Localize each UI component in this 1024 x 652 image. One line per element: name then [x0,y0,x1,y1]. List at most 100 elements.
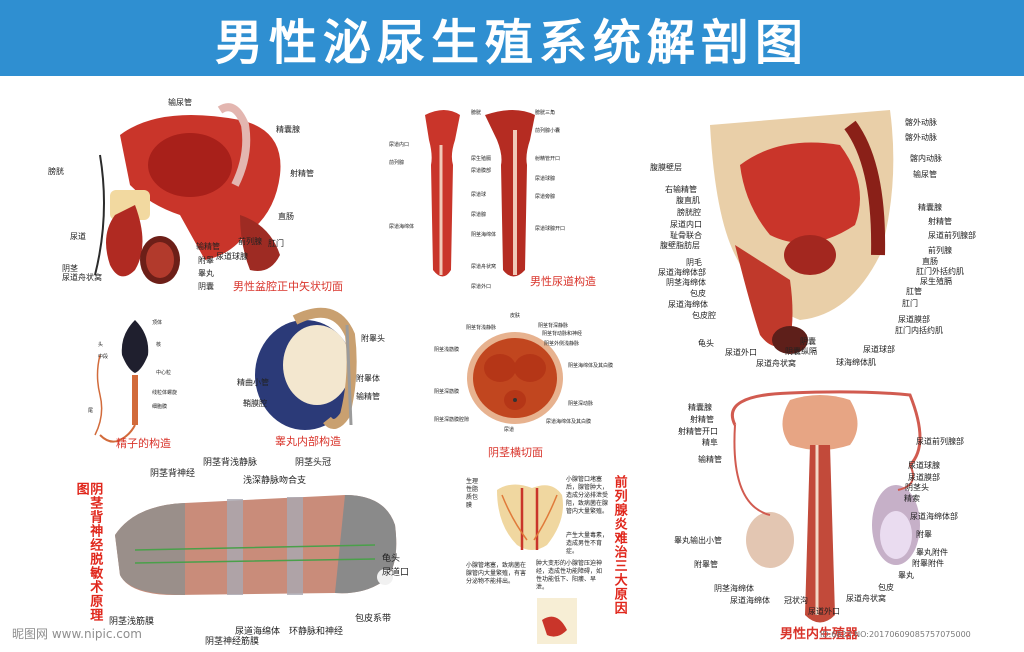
label: 髂外动脉 [905,118,937,127]
label: 尿道内口 [389,142,410,148]
label: 睾丸 [198,269,214,278]
label: 尿道 [70,232,86,241]
label: 阴毛 [686,258,702,267]
label: 输精管 [196,242,220,251]
label: 阴茎海绵体及其白膜 [568,363,614,369]
panel-internal-genitals: 精囊腺 射精管 射精管开口 精阜 输精管 尿道前列腺部 尿道球腺 尿道膜部 阴茎… [660,385,995,645]
caption-sperm: 精子的构造 [116,437,171,450]
label: 膀胱三角 [535,110,556,116]
panel-sperm: 顶体 核 头 中段 中心粒 线粒体螺旋 细胞膜 尾 精子的构造 [80,315,190,450]
label: 肛门内括约肌 [895,326,943,335]
label: 阴茎背浅静脉 [466,325,497,331]
panel-sagittal-detail: 髂外动脉 髂外动脉 髂内动脉 输尿管 腹膜壁层 右输精管 腹直肌 膀胱腔 尿道内… [640,105,980,370]
label: 尿道旁腺 [535,194,556,200]
label: 附睾附件 [912,559,944,568]
vertical-title-prostatitis: 前列腺炎难治三大原因 [611,475,627,615]
label: 附睾头 [361,334,385,343]
label: 腹壁脂肪层 [660,241,700,250]
label: 线粒体螺旋 [152,390,178,396]
note: 生理性脂质包膜 [466,478,479,510]
label: 腹膜壁层 [650,163,682,172]
label: 中心粒 [156,370,172,376]
label: 顶体 [152,320,163,326]
panel-pelvic-sagittal: 输尿管 精囊腺 射精管 膀胱 直肠 尿道 输精管 前列腺 肛门 尿道球腺 附睾 … [40,95,350,295]
label: 阴囊 [800,337,816,346]
sagittal-detail-illustration [710,110,894,354]
label: 尿道舟状窝 [62,273,102,282]
label: 包皮 [690,289,706,298]
title-banner: 男性泌尿生殖系统解剖图 [0,0,1024,76]
label: 睾丸 [898,571,914,580]
label: 射精管 [928,217,952,226]
dorsal-nerve-illustration [115,495,397,595]
panel-testis: 附睾头 精曲小管 附睾体 输精管 鞘膜腔 睾丸内部构造 [235,305,395,450]
vertical-title-nerve: 阴茎背神经脱敏术原理图 [73,482,103,622]
label: 射精管 [690,415,714,424]
label: 尿道膜部 [471,168,492,174]
label: 尿道外口 [471,284,492,290]
panel-dorsal-nerve: 阴茎背神经 阴茎背浅静脉 阴茎头冠 浅深静脉吻合支 龟头 尿道口 包皮系带 环静… [95,455,425,647]
label: 尿道球 [471,192,487,198]
label: 尿道舟状窝 [471,264,497,270]
watermark-id: ID:6823 NO:20170609085757075000 [820,630,971,639]
label: 阴茎海绵体 [666,278,706,287]
label: 精囊腺 [918,203,942,212]
label: 尿道海绵体 [730,596,770,605]
note: 肿大变形的小腺管压迫神经，造成性功能障碍，如性功能低下、阳痿、早泄。 [536,560,603,592]
label: 中段 [98,354,109,360]
label: 尿道海绵体 [235,627,281,637]
label: 尿道膜部 [908,473,940,482]
label: 膀胱 [471,110,482,116]
label: 头 [98,342,104,348]
label: 精曲小管 [237,378,269,387]
label: 阴茎背浅静脉 [203,458,258,468]
testis-illustration [255,307,357,430]
label: 肛管 [906,287,922,296]
label: 尿道 [504,427,515,433]
label: 尿道海绵体部 [658,268,706,277]
label: 腹直肌 [676,196,700,205]
prostate-illustration [497,484,577,644]
label: 睾丸附件 [916,548,948,557]
label: 输尿管 [913,170,937,179]
label: 阴囊纵隔 [785,347,817,356]
label: 前列腺 [389,160,405,166]
label: 龟头 [698,339,714,348]
label: 尿道舟状窝 [756,359,796,368]
label: 包皮 [878,583,894,592]
label: 龟头 [382,554,401,564]
label: 阴茎浅筋膜 [434,347,460,353]
label: 膀胱 [48,167,64,176]
label: 附睾体 [356,374,380,383]
label: 射精管 [290,169,314,178]
label: 肛门 [268,239,284,248]
label: 核 [156,342,162,348]
label: 尿道球腺 [908,461,940,470]
label: 阴茎浅筋膜 [109,617,155,627]
label: 尿道膜部 [898,315,930,324]
label: 阴茎外侧浅静脉 [544,341,580,347]
label: 尿道海绵体 [668,300,708,309]
label: 尿道球腺 [535,176,556,182]
label: 尿道口 [382,568,410,578]
label: 附睾 [916,530,932,539]
label: 前列腺小囊 [535,128,561,134]
caption-internal-genitals: 男性内生殖器 [780,627,859,642]
label: 耻骨联合 [670,231,702,240]
label: 尿道球部 [863,345,895,354]
label: 尿道外口 [808,607,840,616]
label: 包皮系带 [355,614,392,624]
caption-testis: 睾丸内部构造 [275,435,341,448]
label: 尿生殖膈 [920,277,952,286]
label: 髂内动脉 [910,154,942,163]
label: 肛门外括约肌 [916,267,964,276]
label: 皮肤 [510,313,521,319]
watermark-site: 昵图网 www.nipic.com [12,627,142,641]
label: 前列腺 [238,237,262,246]
sperm-illustration [94,320,149,443]
label: 细胞膜 [152,404,168,410]
label: 精囊腺 [276,125,300,134]
label: 尿道前列腺部 [916,437,964,446]
pelvic-sagittal-illustration [94,103,281,284]
label: 阴茎深筋膜腔隙 [434,417,470,423]
